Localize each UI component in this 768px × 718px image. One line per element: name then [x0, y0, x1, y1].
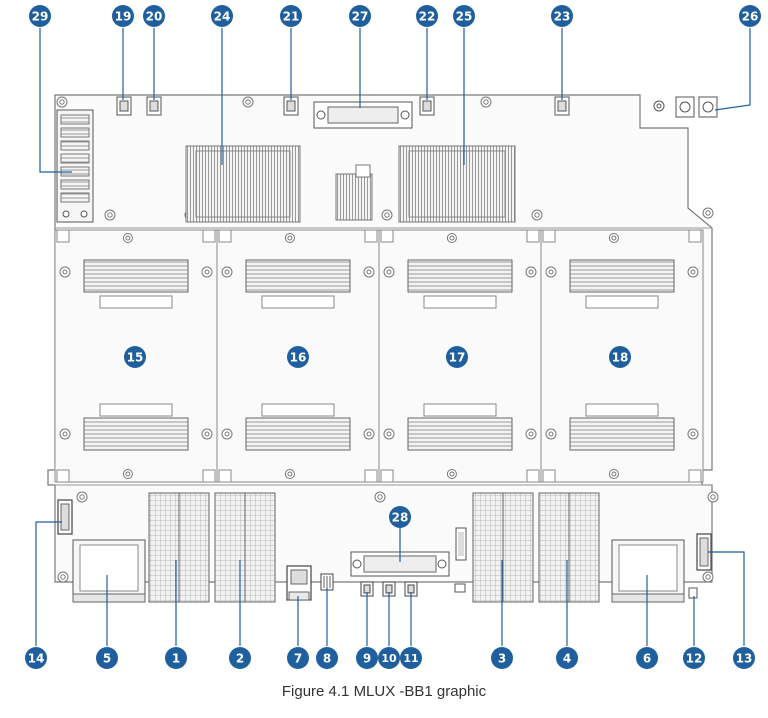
svg-text:18: 18 — [612, 351, 629, 365]
gpu-module — [540, 229, 704, 483]
module-5 — [72, 539, 146, 603]
svg-text:29: 29 — [32, 10, 49, 24]
callout-11: 11 — [400, 647, 422, 669]
callout-6: 6 — [636, 647, 658, 669]
callout-21: 21 — [280, 5, 302, 27]
svg-text:5: 5 — [103, 652, 111, 666]
callout-20: 20 — [143, 5, 165, 27]
dimm-bank-4 — [538, 492, 600, 603]
callout-16: 16 — [287, 346, 309, 368]
callout-19: 19 — [112, 5, 134, 27]
callout-15: 15 — [124, 346, 146, 368]
svg-text:14: 14 — [28, 652, 45, 666]
callout-2: 2 — [229, 647, 251, 669]
callout-8: 8 — [316, 647, 338, 669]
figure-caption: Figure 4.1 MLUX -BB1 graphic — [281, 683, 487, 700]
svg-text:12: 12 — [686, 652, 703, 666]
svg-text:1: 1 — [172, 652, 180, 666]
svg-text:16: 16 — [290, 351, 307, 365]
headers-9-10-11 — [360, 581, 418, 597]
svg-text:13: 13 — [736, 652, 753, 666]
slot-connector-27 — [313, 101, 413, 129]
svg-text:22: 22 — [419, 10, 436, 24]
callout-1: 1 — [165, 647, 187, 669]
dimm-bank-1 — [148, 492, 210, 603]
svg-text:24: 24 — [214, 10, 231, 24]
gpu-module — [216, 229, 380, 483]
stacked-connector-29 — [56, 109, 94, 223]
callout-29: 29 — [29, 5, 51, 27]
callout-23: 23 — [551, 5, 573, 27]
svg-text:9: 9 — [363, 652, 371, 666]
callout-5: 5 — [96, 647, 118, 669]
leader-lines — [35, 28, 751, 646]
heatsink-24 — [185, 145, 301, 223]
heatsink-25 — [398, 145, 516, 223]
svg-text:11: 11 — [403, 652, 418, 665]
callout-28: 28 — [389, 506, 411, 528]
svg-text:25: 25 — [456, 10, 473, 24]
jumper-8 — [320, 573, 334, 591]
callout-9: 9 — [356, 647, 378, 669]
center-heatsink — [335, 164, 373, 221]
svg-text:17: 17 — [449, 351, 466, 365]
svg-text:7: 7 — [294, 652, 302, 666]
svg-text:4: 4 — [563, 652, 571, 666]
callout-3: 3 — [491, 647, 513, 669]
callout-10: 10 — [378, 647, 400, 669]
callout-17: 17 — [446, 346, 468, 368]
callout-18: 18 — [609, 346, 631, 368]
callout-12: 12 — [683, 647, 705, 669]
svg-text:2: 2 — [236, 652, 244, 666]
svg-text:19: 19 — [115, 10, 132, 24]
top-connectors — [116, 96, 570, 116]
svg-text:28: 28 — [392, 511, 409, 525]
callout-22: 22 — [416, 5, 438, 27]
svg-text:8: 8 — [323, 652, 331, 666]
dimm-bank-2 — [214, 492, 276, 603]
svg-text:20: 20 — [146, 10, 163, 24]
svg-text:15: 15 — [127, 351, 144, 365]
vertical-connector-14 — [57, 499, 73, 535]
svg-text:26: 26 — [742, 10, 759, 24]
callout-7: 7 — [287, 647, 309, 669]
dimm-bank-3 — [472, 492, 534, 603]
rj45-port-7 — [286, 565, 312, 601]
callout-13: 13 — [733, 647, 755, 669]
callout-27: 27 — [349, 5, 371, 27]
callout-25: 25 — [453, 5, 475, 27]
svg-text:21: 21 — [283, 10, 300, 24]
callout-4: 4 — [556, 647, 578, 669]
svg-text:23: 23 — [554, 10, 571, 24]
svg-text:6: 6 — [643, 652, 651, 666]
callout-26: 26 — [739, 5, 761, 27]
side-connector — [454, 527, 467, 593]
svg-text:10: 10 — [381, 652, 397, 665]
svg-text:27: 27 — [352, 10, 369, 24]
svg-text:3: 3 — [498, 652, 506, 666]
power-connector-26 — [653, 96, 718, 118]
callout-14: 14 — [25, 647, 47, 669]
gpu-modules — [54, 229, 704, 483]
callout-24: 24 — [211, 5, 233, 27]
module-6 — [611, 539, 685, 603]
led-12 — [688, 587, 698, 599]
